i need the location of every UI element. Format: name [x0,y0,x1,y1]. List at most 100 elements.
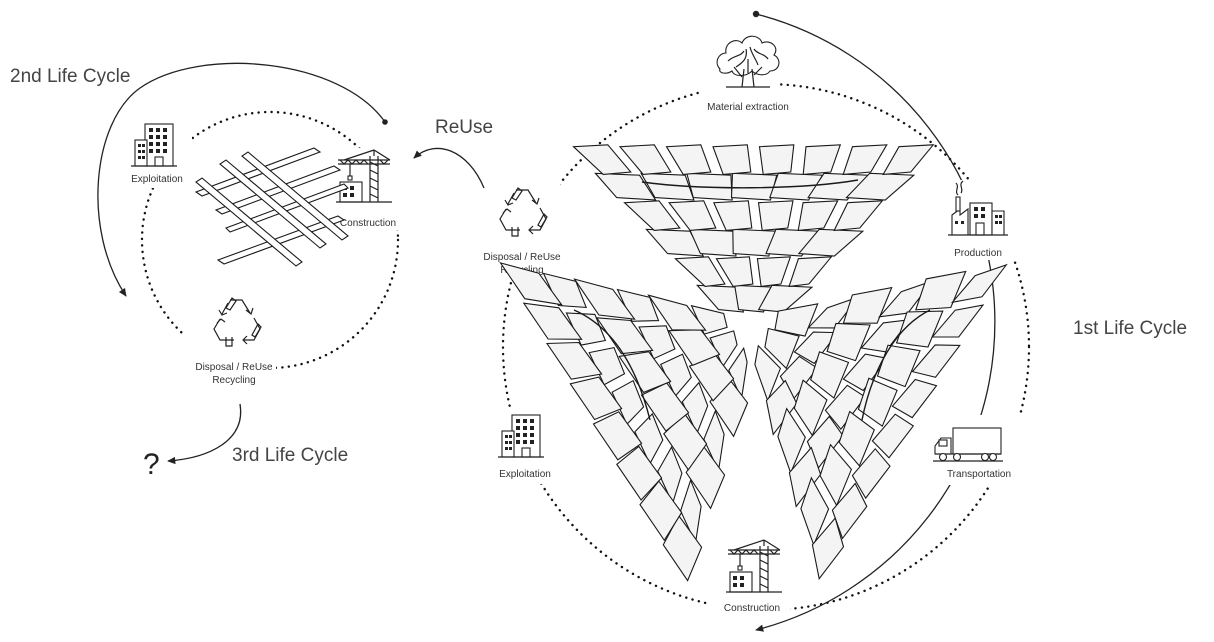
gridshell-panel [950,263,1008,304]
gridshell-panel [712,200,753,231]
gridshell-panel [611,379,645,426]
gridshell-panel [662,514,703,582]
gridshell-panel [842,144,888,176]
gridshell-panel [573,278,636,320]
gridshell-panel [871,413,915,459]
gridshell-panel [831,482,868,540]
gridshell-panel [674,256,726,287]
gridshell-panel [730,172,778,201]
stage-label-line1: Disposal / ReUse [195,362,273,373]
gridshell-panel [728,346,748,401]
stage-production: Production [940,180,1016,260]
second-life-cycle: 2nd Life Cycle Exploitation Construction… [10,62,404,390]
gridshell-panel [811,516,845,581]
timber-grid-icon [194,147,349,267]
gridshell-panel [895,310,944,348]
stage-material-extraction: Material extraction [700,35,789,113]
gridshell-panel [647,294,707,331]
stage-exploitation: Exploitation [488,408,564,484]
gridshell-panel [703,409,725,473]
gridshell-panel [911,344,961,378]
gridshell-panel [663,413,708,471]
gridshell-panel [712,144,752,175]
gridshell-panel [616,288,660,322]
first-cycle-path [501,82,1031,612]
second-cycle-arrow [97,62,386,297]
gridshell-panel [774,303,819,337]
gridshell-panel [659,353,692,398]
stage-transportation: Transportation [925,415,1021,485]
gridshell-panel [594,172,657,201]
stage-label: Material extraction [707,102,789,113]
stage-exploitation-2: Exploitation [122,118,192,188]
stage-label: Transportation [947,469,1011,480]
gridshell-panel [876,344,921,388]
gridshell-panel [931,304,985,338]
gridshell-panel [618,144,672,175]
gridshell-panel [842,286,893,324]
reuse-transfer: ReUse [413,117,493,189]
third-cycle-title: 3rd Life Cycle [232,445,348,466]
second-cycle-title: 2nd Life Cycle [10,66,130,87]
gridshell-panel [845,172,916,201]
gridshell-panel [915,270,967,311]
gridshell-panel [833,200,884,232]
gridshell-panel [668,200,717,231]
gridshell-panel [667,329,721,366]
third-cycle-arrow [167,403,242,465]
first-life-cycle: 1st Life Cycle Material extraction Produ… [468,10,1187,632]
gridshell-panel [824,384,867,431]
gridshell-panel [838,410,875,467]
gridshell-panel [657,445,683,506]
gridshell-panel [522,302,583,340]
gridshell-panel [588,346,626,386]
stage-label: Exploitation [499,469,551,480]
stage-label: Production [954,248,1002,259]
gridshell-panel [665,144,712,175]
gridshell-panel [765,379,798,436]
gridshell-icon [499,144,1008,582]
stage-label: Construction [724,603,780,614]
reuse-arrow [413,147,485,189]
gridshell-panel [634,412,664,466]
gridshell-panel [851,447,891,500]
stage-construction: Construction [710,538,790,614]
gridshell-panel [797,228,865,257]
gridshell-rim [573,179,931,421]
gridshell-panel [640,382,690,432]
gridshell-panel [688,353,735,402]
stage-label-line1: Disposal / ReUse [483,252,561,263]
stage-label: Construction [340,218,396,229]
gridshell-panel [618,351,672,394]
gridshell-panel [640,172,695,201]
gridshell-panel [623,200,681,231]
gridshell-panel [757,284,814,313]
gridshell-panel [616,445,663,501]
gridshell-panel [797,200,839,232]
gridshell-panel [810,351,850,399]
stage-disposal-2: Disposal / ReUse Recycling [184,292,276,390]
second-cycle-start-dot [382,119,388,125]
gridshell-panel [788,256,833,288]
gridshell-panel [565,312,607,346]
first-cycle-title: 1st Life Cycle [1073,318,1187,339]
gridshell-panel [639,480,683,542]
gridshell-panel [569,376,623,421]
gridshell-panel [499,261,563,306]
gridshell-panel [638,325,676,360]
stage-label: Exploitation [131,174,183,185]
gridshell-panel [709,330,738,368]
reuse-label: ReUse [435,117,493,138]
gridshell-panel [756,256,792,288]
first-cycle-arrow [755,13,996,632]
gridshell-panel [826,322,871,362]
gridshell-panel [793,331,839,365]
gridshell-panel [592,411,643,461]
gridshell-panel [690,304,728,335]
first-cycle-start-dot [752,10,760,18]
gridshell-panel [758,144,795,175]
gridshell-panel [788,446,822,508]
gridshell-panel [572,144,632,175]
gridshell-panel [891,378,938,419]
